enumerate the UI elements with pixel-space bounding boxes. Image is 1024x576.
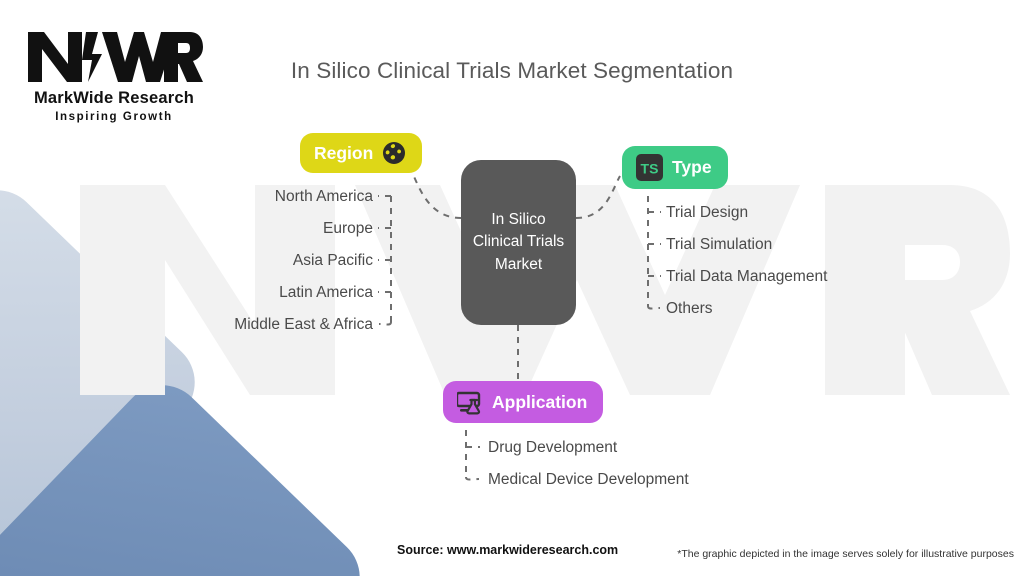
leaf-application-0: Drug Development — [488, 439, 618, 456]
leaf-type-2: Trial Data Management — [666, 268, 828, 285]
branch-label-application: Application — [492, 391, 588, 412]
leaf-type-0: Trial Design — [666, 204, 749, 221]
branch-label-region: Region — [314, 142, 374, 163]
brand-tagline: Inspiring Growth — [55, 111, 173, 123]
page-title: In Silico Clinical Trials Market Segment… — [290, 58, 734, 83]
globe-icon — [382, 141, 406, 165]
branch-label-type: Type — [672, 157, 712, 177]
center-node: In Silico Clinical Trials Market — [461, 160, 576, 325]
leaf-region-4: Middle East & Africa — [234, 316, 373, 333]
leaf-type-3: Others — [666, 300, 713, 317]
brand-name: MarkWide Research — [33, 89, 195, 107]
monitor-flask-icon — [457, 389, 483, 415]
decorative-square-light — [0, 172, 213, 576]
branch-badge-type[interactable]: TS Type — [622, 146, 728, 189]
leaf-application-1: Medical Device Development — [488, 471, 689, 488]
source-note: Source: www.markwideresearch.com — [397, 543, 619, 557]
leaf-region-0: North America — [274, 188, 373, 205]
branch-badge-application[interactable]: Application — [443, 381, 604, 423]
leaf-region-1: Europe — [323, 220, 373, 237]
leaf-region-2: Asia Pacific — [292, 252, 373, 269]
disclaimer-note: *The graphic depicted in the image serve… — [677, 548, 1014, 560]
center-node-label: In Silico Clinical Trials Market — [472, 210, 565, 273]
leaf-region-3: Latin America — [279, 284, 373, 301]
branch-badge-region[interactable]: Region — [300, 133, 423, 173]
ts-square-icon: TS — [636, 154, 663, 181]
brand-logo: MarkWide Research Inspiring Growth — [24, 26, 204, 126]
mwr-monogram-icon — [28, 32, 203, 82]
leaf-type-1: Trial Simulation — [666, 236, 773, 253]
decorative-square-dark — [0, 367, 378, 576]
svg-text:TS: TS — [641, 161, 659, 177]
